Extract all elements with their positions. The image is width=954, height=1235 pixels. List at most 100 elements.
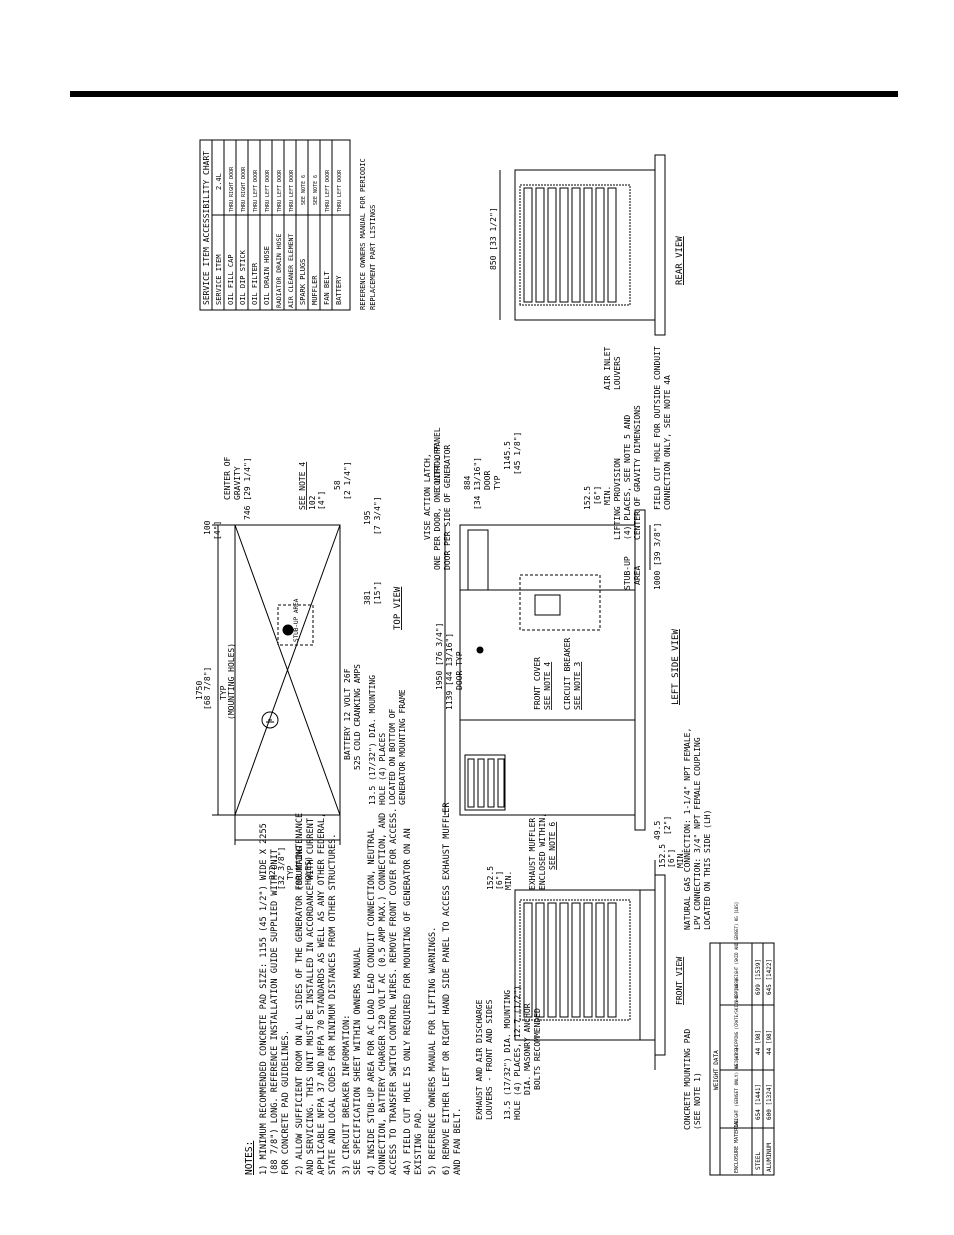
top-dim-195: 195 xyxy=(363,510,372,525)
top-dim-58: 58 xyxy=(333,480,342,490)
side-dim-1145: [45 1/8"] xyxy=(513,432,522,475)
weight-cell: 654 [1441] xyxy=(755,1084,762,1120)
top-width-dim: TYP xyxy=(286,865,295,880)
front-hole-label: 13.5 (17/32") DIA. MOUNTING xyxy=(503,990,512,1120)
side-dim-884: TYP xyxy=(493,475,502,490)
top-dim: (MOUNTING HOLES) xyxy=(227,643,236,720)
side-dim-1950: 1950 [76 3/4"] xyxy=(435,623,444,690)
front-exhaust-dim: [6"] xyxy=(495,871,504,890)
service-chart-item: OIL DRAIN HOSE xyxy=(263,246,271,305)
top-dim-381: 381 xyxy=(363,590,372,605)
side-dim-1139: DOOR TYP xyxy=(455,651,464,690)
service-chart-access: THRU LEFT DOOR xyxy=(325,169,331,212)
top-width-dim: 822 xyxy=(268,865,277,880)
side-pad xyxy=(634,509,646,831)
note-line: (88 7/8") LONG. REFERENCE INSTALLATION G… xyxy=(270,849,280,1175)
side-stub-up: AREA xyxy=(633,566,642,585)
side-gas: LPV CONNECTION: 3/4" NPT FEMALE COUPLING xyxy=(693,737,702,930)
weight-header: SHIPPING WEIGHT (SKID AND GENSET) KG [LB… xyxy=(734,902,739,1003)
weight-cell: 600 [1324] xyxy=(766,1084,773,1120)
top-dim: [68 7/8"] xyxy=(203,667,212,710)
service-chart-header: 2.4L xyxy=(215,173,223,190)
side-circuit-breaker: SEE NOTE 3 xyxy=(573,662,582,710)
side-exhaust: SEE NOTE 6 xyxy=(548,822,557,870)
top-see-note-4: SEE NOTE 4 xyxy=(298,462,307,510)
top-hole: GENERATOR MOUNTING FRAME xyxy=(398,689,407,805)
side-lifting: LIFTING PROVISION xyxy=(613,458,622,540)
front-dim: 152.5 xyxy=(658,844,667,868)
drawing-sheet: NOTES: 1) MINIMUM RECOMMENDED CONCRETE P… xyxy=(190,120,790,1190)
service-chart-access: THRU LEFT DOOR xyxy=(253,169,259,212)
side-dim-884: DOOR xyxy=(483,471,492,490)
note-line: SEE SPECIFICATION SHEET WITHIN OWNERS MA… xyxy=(353,947,363,1175)
side-lifting: (4) PLACES, SEE NOTE 5 AND xyxy=(623,415,632,540)
note-line: 4) INSIDE STUB-UP AREA FOR AC LOAD LEAD … xyxy=(367,828,377,1175)
side-latch: DOOR PER SIDE OF GENERATOR xyxy=(443,445,452,570)
service-chart-access: THRU RIGHT DOOR xyxy=(229,166,235,212)
rear-louvers xyxy=(523,187,617,303)
service-chart-item: MUFFLER xyxy=(311,275,319,305)
top-width-dim: HOLES) xyxy=(304,856,313,885)
service-chart-access: THRU LEFT DOOR xyxy=(289,169,295,212)
rear-inlet: AIR INLET xyxy=(603,346,612,390)
top-dim-58: [2 1/4"] xyxy=(343,461,352,500)
note-line: 5) REFERENCE OWNERS MANUAL FOR LIFTING W… xyxy=(428,927,438,1175)
service-chart-access: THRU RIGHT DOOR xyxy=(241,166,247,212)
top-view: 1750 [68 7/8"] TYP (MOUNTING HOLES) 822 … xyxy=(195,456,407,890)
front-hole-label: HOLE (4) PLACES, 12.7 (1/2") xyxy=(513,985,522,1120)
side-dim-152: 152.5 xyxy=(583,486,592,510)
front-pad xyxy=(654,874,666,1056)
service-item-chart: SERVICE ITEM ACCESSIBILITY CHART SERVICE… xyxy=(199,139,377,311)
side-front-cover: SEE NOTE 4 xyxy=(543,662,552,710)
note-line: 2) ALLOW SUFFICIENT ROOM ON ALL SIDES OF… xyxy=(295,813,305,1175)
service-chart-access: THRU LEFT DOOR xyxy=(277,169,283,212)
side-exhaust: ENCLOSED WITHIN, xyxy=(538,813,547,890)
service-chart-access: THRU LEFT DOOR xyxy=(265,169,271,212)
rear-dim-850: 850 [33 1/2"] xyxy=(489,207,498,270)
top-dim-195: [7 3/4"] xyxy=(373,496,382,535)
top-hole: HOLE (4) PLACES xyxy=(378,733,387,805)
front-hole-label: BOLTS RECOMMENDED xyxy=(533,1008,542,1090)
weight-header: WEIGHT (GENSET ONLY) KG [LBS] xyxy=(734,1047,740,1126)
front-pad-label: CONCRETE MOUNTING PAD xyxy=(683,1029,692,1130)
stub-up-dashed xyxy=(519,574,601,631)
weight-cell: ALUMINUM xyxy=(766,1143,773,1172)
front-exhaust-dim: 152.5 xyxy=(486,866,495,890)
top-width-dim: [32 3/8"] xyxy=(277,847,286,890)
top-dim: TYP xyxy=(219,685,228,700)
service-chart-item: SPARK PLUGS xyxy=(299,259,307,305)
notes-block: NOTES: 1) MINIMUM RECOMMENDED CONCRETE P… xyxy=(244,802,463,1175)
header-rule xyxy=(70,91,898,97)
front-pad-label: (SEE NOTE 1) xyxy=(693,1072,702,1130)
top-cog: GRAVITY xyxy=(233,466,242,500)
weight-cell: 699 [1539] xyxy=(755,959,762,995)
side-latch: VISE ACTION LATCH, xyxy=(423,453,432,540)
top-width-dim: (MOUNTING xyxy=(295,846,304,890)
top-view-title: TOP VIEW xyxy=(393,586,403,630)
front-exhaust-dim: MIN. xyxy=(504,871,513,890)
note-line: 6) REMOVE EITHER LEFT OR RIGHT HAND SIDE… xyxy=(442,802,452,1175)
front-view: FRONT VIEW 152.5 [6"] MIN. 152.5 [6"] MI… xyxy=(475,844,702,1130)
side-field-cut: CONNECTION ONLY, SEE NOTE 4A xyxy=(663,375,672,510)
service-chart-item: AIR CLEANER ELEMENT xyxy=(287,234,295,308)
weight-cell: STEEL xyxy=(755,1152,762,1170)
top-cog: 746 [29 1/4"] xyxy=(243,457,252,520)
service-chart-item: RADIATOR DRAIN HOSE xyxy=(275,234,283,308)
rear-inlet: LOUVERS xyxy=(613,356,622,390)
top-dim-100: [4"] xyxy=(213,521,222,540)
weight-header: ENCLOSURE MATERIAL xyxy=(734,1119,740,1173)
note-line: AND SERVICING. THIS UNIT MUST BE INSTALL… xyxy=(306,818,316,1175)
circuit-breaker-box xyxy=(534,594,561,616)
service-chart-item: OIL FILL CAP xyxy=(227,254,235,305)
front-dim: MIN. xyxy=(676,849,685,868)
rear-view-title: REAR VIEW xyxy=(675,236,685,285)
top-stub-up-label: STUB-UP AREA xyxy=(293,598,300,642)
top-dim-102: [4"] xyxy=(317,491,326,510)
side-dim-1000: 1000 [39 3/8"] xyxy=(653,523,662,590)
service-chart-title: SERVICE ITEM ACCESSIBILITY CHART xyxy=(202,151,211,305)
service-chart-footnote: REFERENCE OWNERS MANUAL FOR PERIODIC xyxy=(359,158,367,310)
front-louvers xyxy=(523,902,617,1018)
side-lifting: CENTER OF GRAVITY DIMENSIONS xyxy=(633,405,642,540)
side-latch: ONE PER DOOR, ONE LIFT-OFF xyxy=(433,445,442,570)
weight-cell: 44 [98] xyxy=(766,1030,773,1055)
